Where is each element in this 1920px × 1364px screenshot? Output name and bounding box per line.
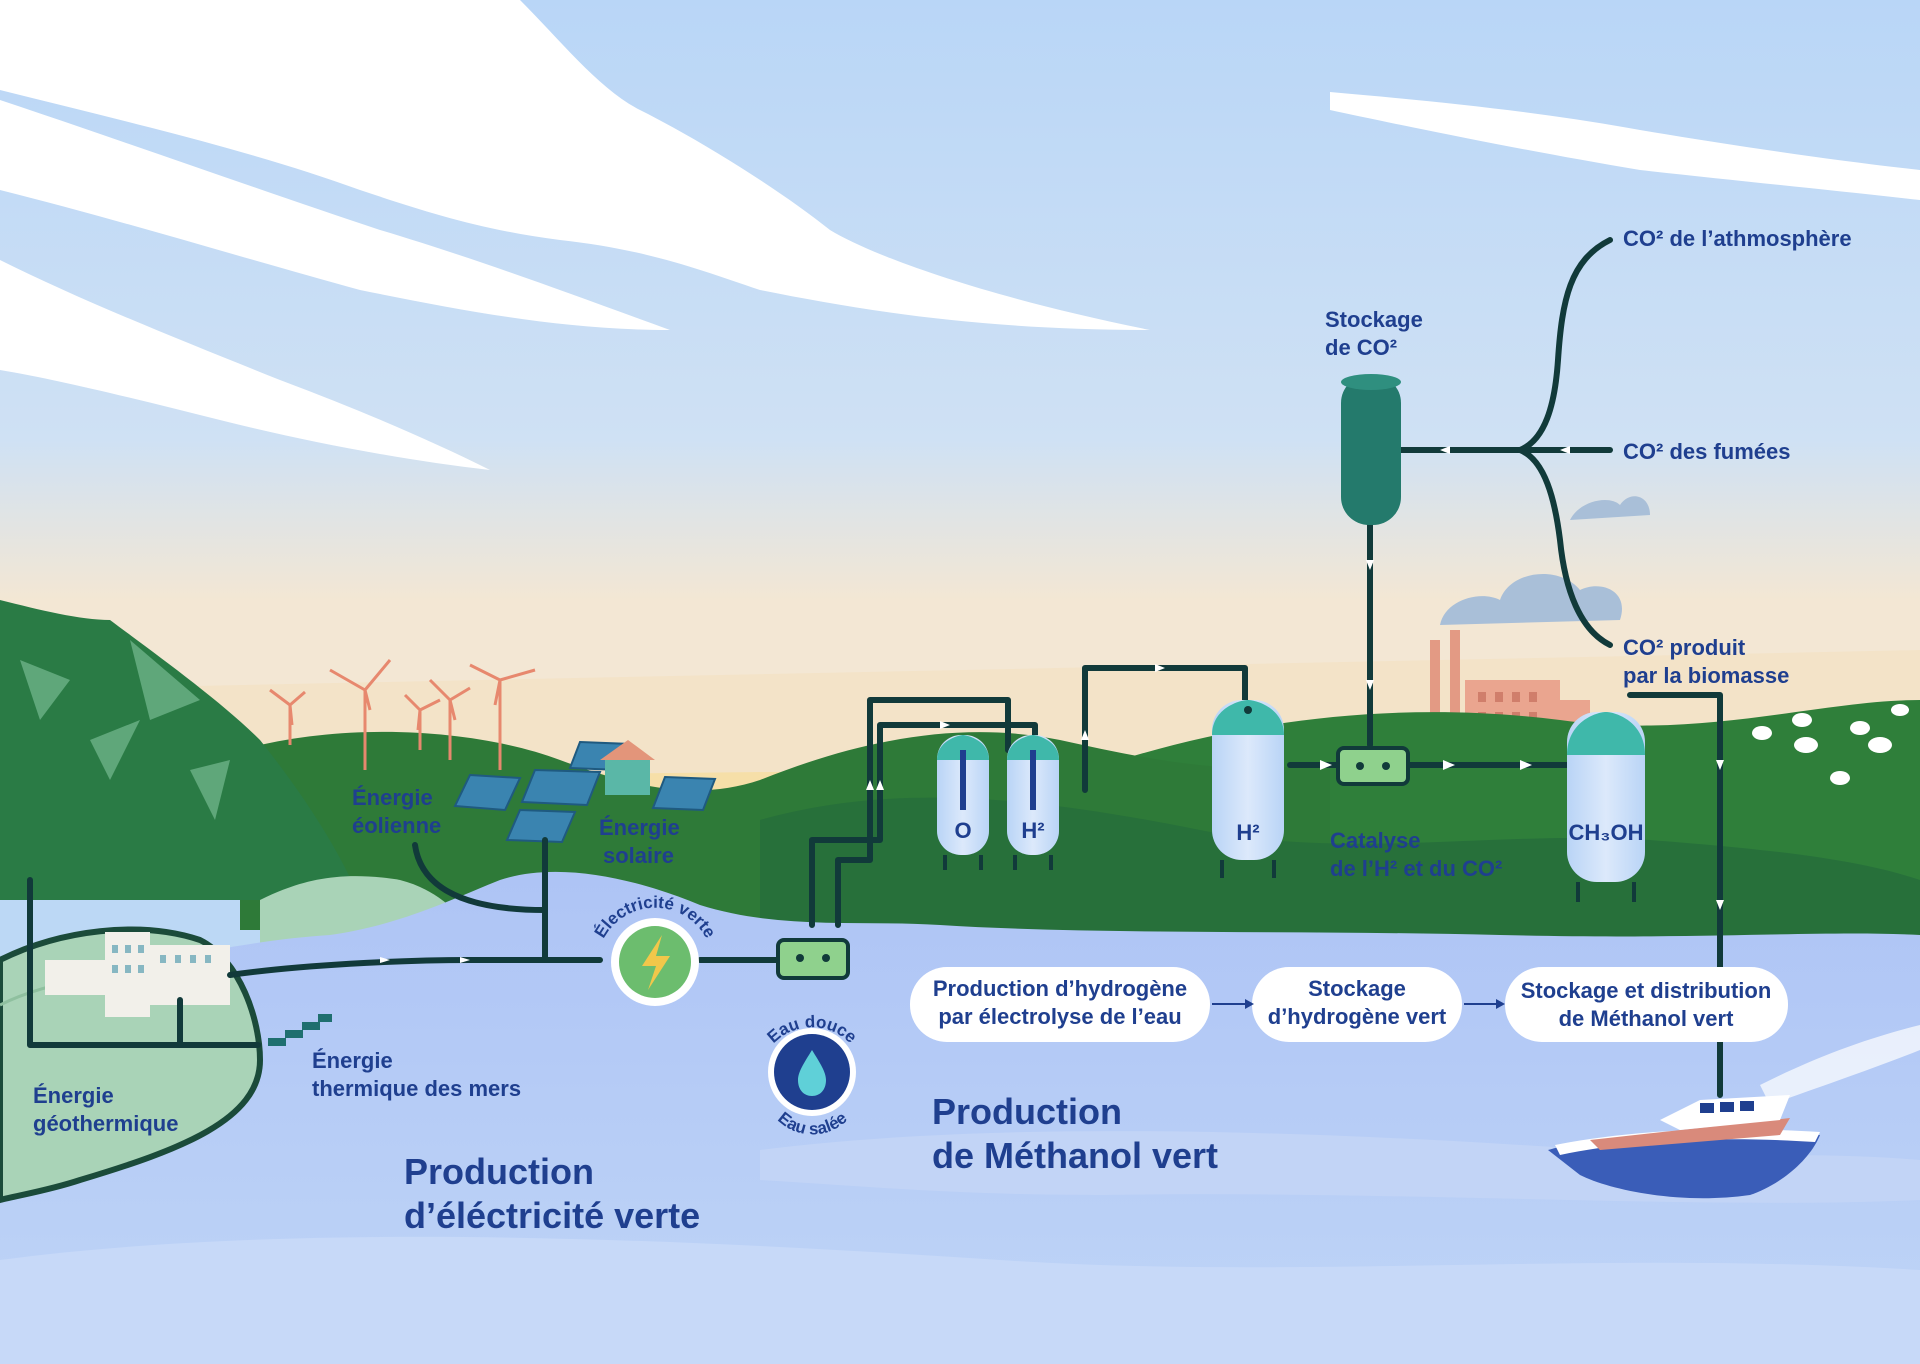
label-line: de CO² [1325, 335, 1397, 360]
label-line: Énergie [599, 815, 680, 840]
label-line: Énergie [33, 1083, 114, 1108]
electrolyser-box [776, 938, 850, 980]
label-tank-o: O [954, 818, 971, 843]
water-drop-icon [768, 1028, 856, 1116]
pill-connectors [1212, 999, 1505, 1009]
label-co2-atmosphere: CO² de l’athmosphère [1623, 226, 1852, 251]
title-line: de Méthanol vert [932, 1135, 1218, 1176]
ocean-thermal-pods [268, 1014, 332, 1046]
label-line: CO² produit [1623, 635, 1746, 660]
pill-line: Stockage [1308, 976, 1406, 1001]
pill-line: d’hydrogène vert [1268, 1004, 1447, 1029]
catalysis-box [1336, 746, 1410, 786]
label-tank-h2-large: H² [1236, 820, 1259, 845]
label-energie-thermique-mers: Énergie thermique des mers [312, 1048, 521, 1101]
clouds [0, 0, 1920, 470]
pill-line: Production d’hydrogène [933, 976, 1187, 1001]
label-tank-ch3oh: CH₃OH [1569, 820, 1644, 845]
solar-panels [453, 740, 717, 844]
boat-icon [1548, 1025, 1920, 1199]
label-line: Énergie [352, 785, 433, 810]
label-co2-fumees: CO² des fumées [1623, 439, 1791, 464]
label-line: Catalyse [1330, 828, 1421, 853]
title-line: d’éléctricité verte [404, 1195, 700, 1236]
label-line: de l’H² et du CO² [1330, 856, 1502, 881]
label-energie-solaire: Énergie solaire [599, 815, 680, 868]
sea-highlight [0, 1236, 1920, 1364]
label-line: par la biomasse [1623, 663, 1789, 688]
tank-co2-storage [1341, 374, 1401, 525]
label-energie-eolienne: Énergie éolienne [352, 785, 441, 838]
title-line: Production [404, 1151, 594, 1192]
tank-oxygen [937, 735, 989, 870]
pill-line: de Méthanol vert [1559, 1006, 1734, 1031]
pill-line: Stockage et distribution [1521, 978, 1772, 1003]
pill-stockage-hydrogene: Stockage d’hydrogène vert [1252, 967, 1462, 1042]
label-line: thermique des mers [312, 1076, 521, 1101]
label-line: Stockage [1325, 307, 1423, 332]
geothermal-plant [45, 932, 230, 1017]
wind-turbines [269, 659, 536, 770]
tank-hydrogen-large [1212, 700, 1284, 878]
label-co2-biomasse: CO² produit par la biomasse [1623, 635, 1789, 688]
tank-methanol [1567, 712, 1645, 902]
sheep-flock [1752, 704, 1909, 785]
label-line: éolienne [352, 813, 441, 838]
mountain [0, 600, 480, 950]
label-tank-h2-small: H² [1021, 818, 1044, 843]
label-catalyse: Catalyse de l’H² et du CO² [1330, 828, 1502, 881]
label-line: Énergie [312, 1048, 393, 1073]
lightning-icon [611, 918, 699, 1006]
pipe-arrows [380, 446, 1724, 963]
tank-hydrogen-small [1007, 735, 1059, 870]
label-stockage-co2: Stockage de CO² [1325, 307, 1423, 360]
label-line: solaire [603, 843, 674, 868]
pill-line: par électrolyse de l’eau [938, 1004, 1181, 1029]
label-line: géothermique [33, 1111, 178, 1136]
pill-production-hydrogene: Production d’hydrogène par électrolyse de… [910, 967, 1210, 1042]
pill-stockage-distribution: Stockage et distribution de Méthanol vert [1505, 967, 1788, 1042]
title-line: Production [932, 1091, 1122, 1132]
label-energie-geothermique: Énergie géothermique [33, 1083, 178, 1136]
